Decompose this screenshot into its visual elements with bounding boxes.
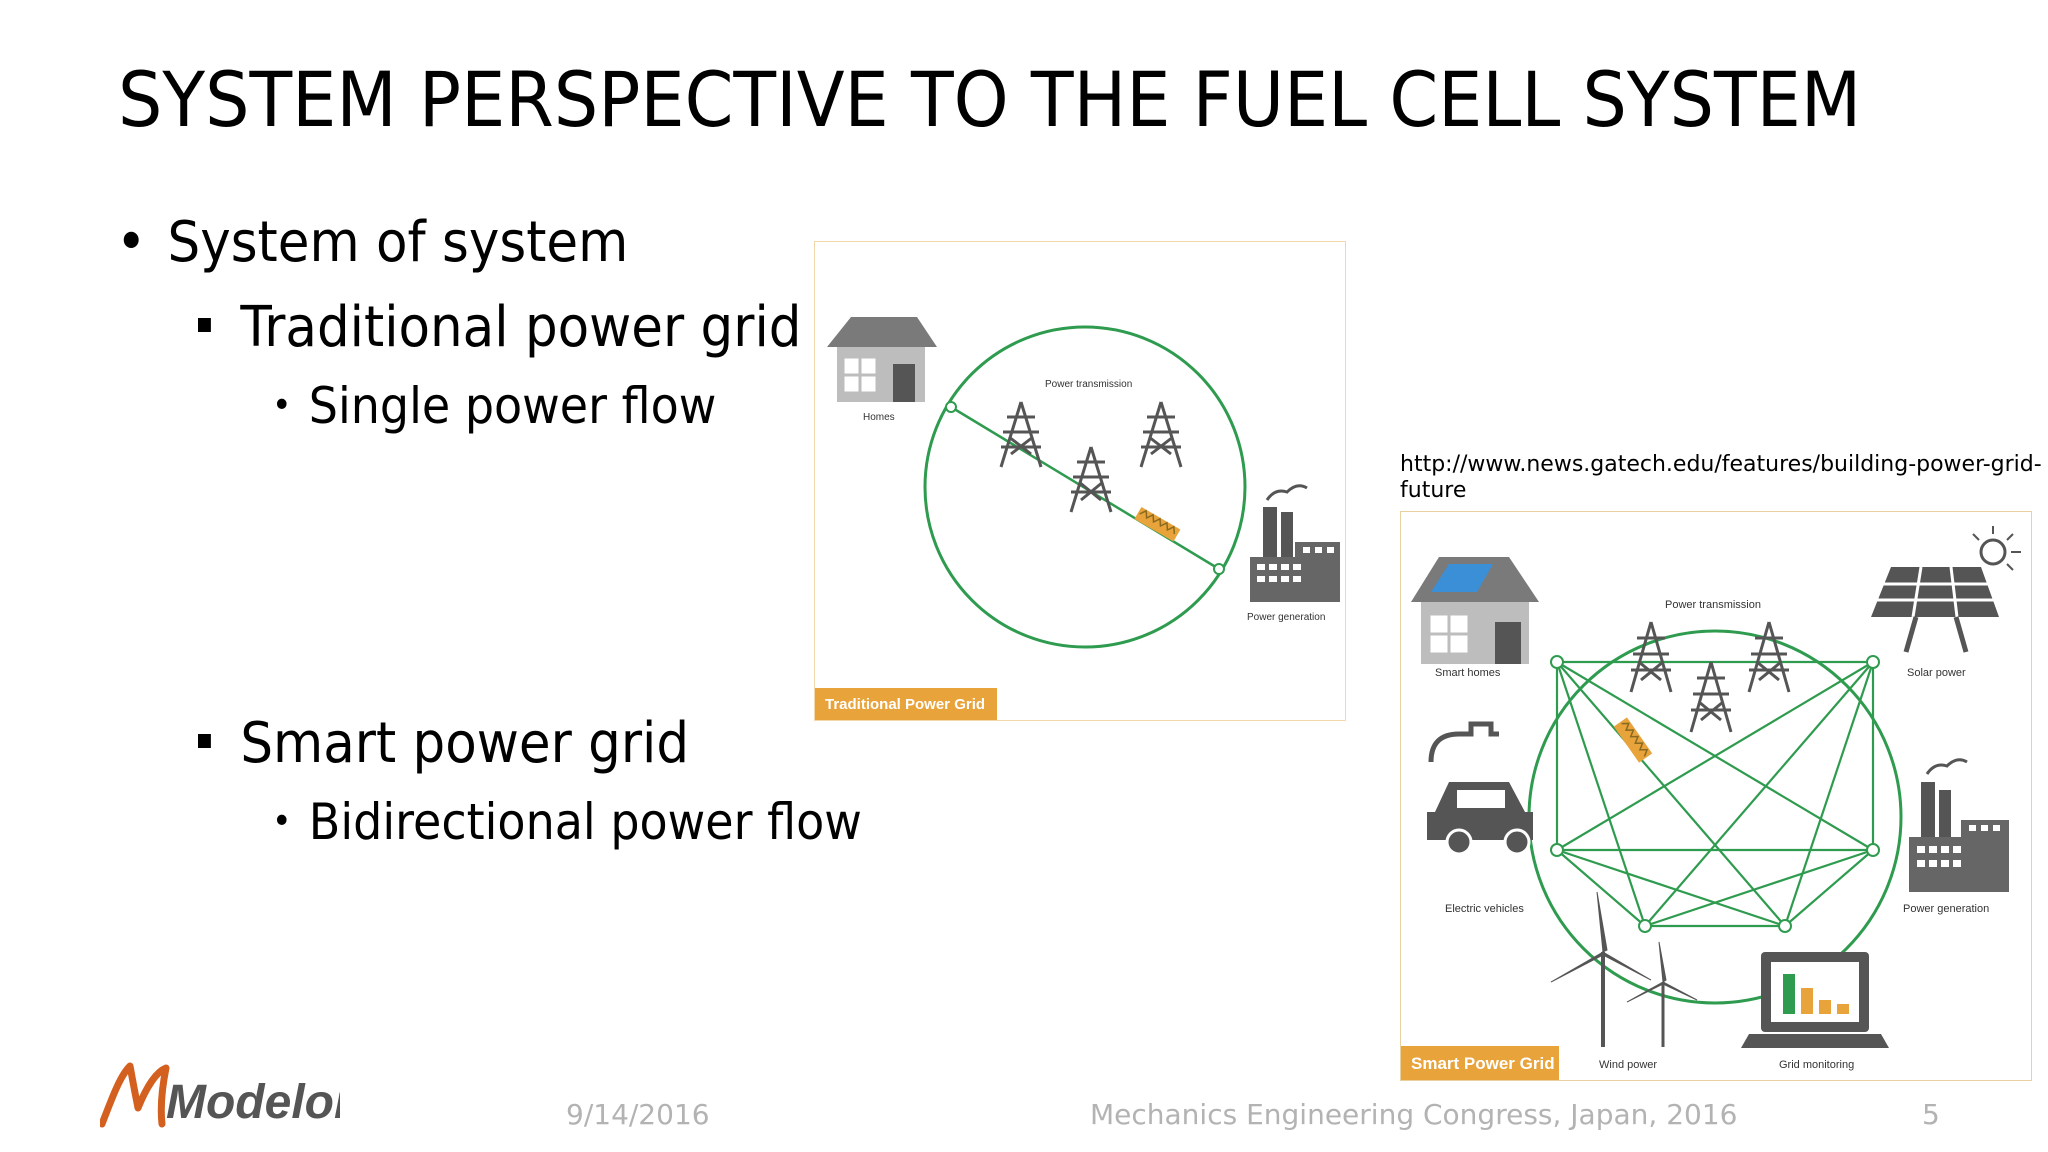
figure-tag-bg bbox=[1401, 1046, 1559, 1080]
electric-vehicle-icon bbox=[1427, 721, 1533, 856]
tower-icon bbox=[1629, 621, 1791, 733]
tower-icon bbox=[999, 401, 1183, 513]
ev-label: Electric vehicles bbox=[1445, 903, 1524, 915]
bullet-text: Traditional power grid bbox=[240, 295, 802, 360]
grid-node bbox=[1213, 563, 1225, 575]
factory-icon bbox=[1909, 758, 2009, 892]
slide-title: SYSTEM PERSPECTIVE TO THE FUEL CELL SYST… bbox=[118, 55, 1862, 144]
grid-circle bbox=[1527, 629, 1903, 1005]
wind-turbine-icon bbox=[1550, 891, 1698, 1047]
figure-tag-bg bbox=[815, 688, 997, 720]
solar-panel-icon bbox=[1871, 526, 2021, 653]
square-bullet bbox=[198, 317, 211, 332]
solar-label: Solar power bbox=[1907, 667, 1966, 679]
factory-icon bbox=[1250, 484, 1340, 602]
homes-label: Homes bbox=[863, 412, 895, 423]
grid-monitoring-icon bbox=[1741, 952, 1889, 1048]
figure-tag: Traditional Power Grid bbox=[825, 696, 985, 713]
bullet-text: System of system bbox=[167, 210, 629, 275]
grid-nodes bbox=[1550, 655, 1880, 933]
wind-label: Wind power bbox=[1599, 1059, 1657, 1071]
generation-label: Power generation bbox=[1247, 612, 1325, 623]
smart-house-icon bbox=[1411, 557, 1539, 664]
smart-grid-figure: Smart homes Powe bbox=[1400, 511, 2032, 1081]
logo-text: Modelon bbox=[166, 1076, 340, 1128]
transmission-label: Power transmission bbox=[1045, 379, 1132, 390]
traditional-grid-figure: Homes Power transmission bbox=[814, 241, 1346, 721]
bullet-dot: • bbox=[272, 385, 292, 426]
bullet-single-flow: •Single power flow bbox=[272, 381, 716, 431]
bullet-text: Single power flow bbox=[308, 377, 717, 435]
page-number: 5 bbox=[1922, 1098, 1940, 1131]
transmission-label: Power transmission bbox=[1665, 599, 1761, 611]
source-url[interactable]: http://www.news.gatech.edu/features/buil… bbox=[1400, 452, 2042, 503]
house-icon bbox=[827, 317, 937, 402]
logo-mark bbox=[98, 1062, 170, 1128]
bullet-traditional: Traditional power grid bbox=[198, 300, 801, 356]
monitoring-label: Grid monitoring bbox=[1779, 1059, 1854, 1071]
bullet-level1: •System of system bbox=[116, 215, 628, 271]
grid-node bbox=[945, 401, 957, 413]
bullet-text: Smart power grid bbox=[240, 711, 690, 776]
bullet-dot: • bbox=[272, 801, 292, 842]
power-flow-icon bbox=[1134, 506, 1181, 542]
modelon-logo: Modelon bbox=[98, 1058, 363, 1129]
bullet-smart: Smart power grid bbox=[198, 716, 689, 772]
footer-date: 9/14/2016 bbox=[566, 1098, 710, 1131]
bullet-dot: • bbox=[116, 210, 147, 275]
footer-event: Mechanics Engineering Congress, Japan, 2… bbox=[1090, 1098, 1738, 1131]
figure-tag: Smart Power Grid bbox=[1411, 1054, 1555, 1073]
square-bullet bbox=[198, 733, 211, 748]
bullet-text: Bidirectional power flow bbox=[308, 793, 862, 851]
grid-circle bbox=[923, 325, 1247, 649]
smart-homes-label: Smart homes bbox=[1435, 667, 1501, 679]
generation-label: Power generation bbox=[1903, 903, 1989, 915]
power-flow-icon bbox=[1613, 717, 1653, 763]
mesh-lines bbox=[1555, 660, 1875, 928]
bullet-bidirectional: •Bidirectional power flow bbox=[272, 797, 862, 847]
